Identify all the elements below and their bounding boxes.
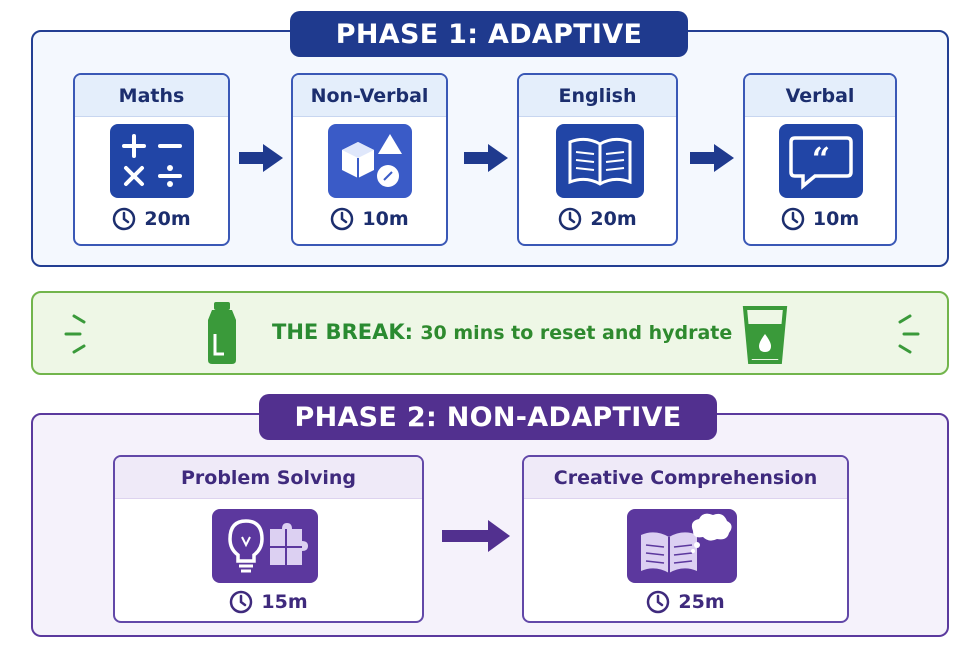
break-banner bbox=[31, 291, 949, 375]
sparkle-left-icon bbox=[64, 314, 86, 354]
break-text: THE BREAK: 30 mins to reset and hydrate bbox=[272, 320, 732, 344]
step-card-non-verbal[interactable]: Non-Verbal 10m bbox=[291, 73, 448, 246]
shapes-icon bbox=[328, 124, 412, 198]
break-description: 30 mins to reset and hydrate bbox=[420, 322, 733, 344]
phase1-title: PHASE 1: ADAPTIVE bbox=[290, 11, 688, 57]
step-duration: 25m bbox=[524, 590, 847, 614]
open-book-icon bbox=[556, 124, 644, 198]
step-duration: 20m bbox=[519, 207, 676, 231]
arrow-right-icon bbox=[690, 144, 734, 172]
clock-icon bbox=[230, 590, 253, 614]
step-card-verbal[interactable]: Verbal “ 10m bbox=[743, 73, 897, 246]
step-label: Creative Comprehension bbox=[524, 457, 847, 499]
step-card-english[interactable]: English 20m bbox=[517, 73, 678, 246]
lightbulb-puzzle-icon bbox=[212, 509, 318, 583]
step-time: 20m bbox=[590, 208, 637, 230]
clock-icon bbox=[559, 207, 582, 231]
step-time: 10m bbox=[812, 208, 860, 230]
book-thought-icon bbox=[627, 509, 737, 583]
sparkle-right-icon bbox=[898, 314, 920, 354]
break-label: THE BREAK: bbox=[272, 320, 414, 344]
step-time: 25m bbox=[678, 591, 725, 613]
step-label: Verbal bbox=[745, 75, 895, 117]
step-label: English bbox=[519, 75, 676, 117]
clock-icon bbox=[647, 590, 670, 614]
step-card-creative-comprehension[interactable]: Creative Comprehension 25m bbox=[522, 455, 849, 623]
water-glass-icon bbox=[742, 306, 788, 364]
step-duration: 15m bbox=[115, 590, 422, 614]
arrow-right-icon bbox=[442, 520, 510, 552]
clock-icon bbox=[113, 207, 136, 231]
arrow-right-icon bbox=[464, 144, 508, 172]
water-bottle-icon bbox=[208, 302, 236, 364]
clock-icon bbox=[781, 207, 805, 231]
step-time: 10m bbox=[362, 208, 409, 230]
step-time: 15m bbox=[261, 591, 308, 613]
phase2-title: PHASE 2: NON-ADAPTIVE bbox=[259, 394, 717, 440]
step-duration: 20m bbox=[75, 207, 228, 231]
step-card-maths[interactable]: Maths 20m bbox=[73, 73, 230, 246]
svg-text:“: “ bbox=[812, 140, 830, 178]
step-label: Maths bbox=[75, 75, 228, 117]
step-card-problem-solving[interactable]: Problem Solving 15m bbox=[113, 455, 424, 623]
arrow-right-icon bbox=[239, 144, 283, 172]
calculator-icon bbox=[110, 124, 194, 198]
speech-quote-icon: “ bbox=[779, 124, 863, 198]
step-duration: 10m bbox=[293, 207, 446, 231]
step-duration: 10m bbox=[745, 207, 895, 231]
step-time: 20m bbox=[144, 208, 191, 230]
step-label: Non-Verbal bbox=[293, 75, 446, 117]
clock-icon bbox=[331, 207, 354, 231]
step-label: Problem Solving bbox=[115, 457, 422, 499]
